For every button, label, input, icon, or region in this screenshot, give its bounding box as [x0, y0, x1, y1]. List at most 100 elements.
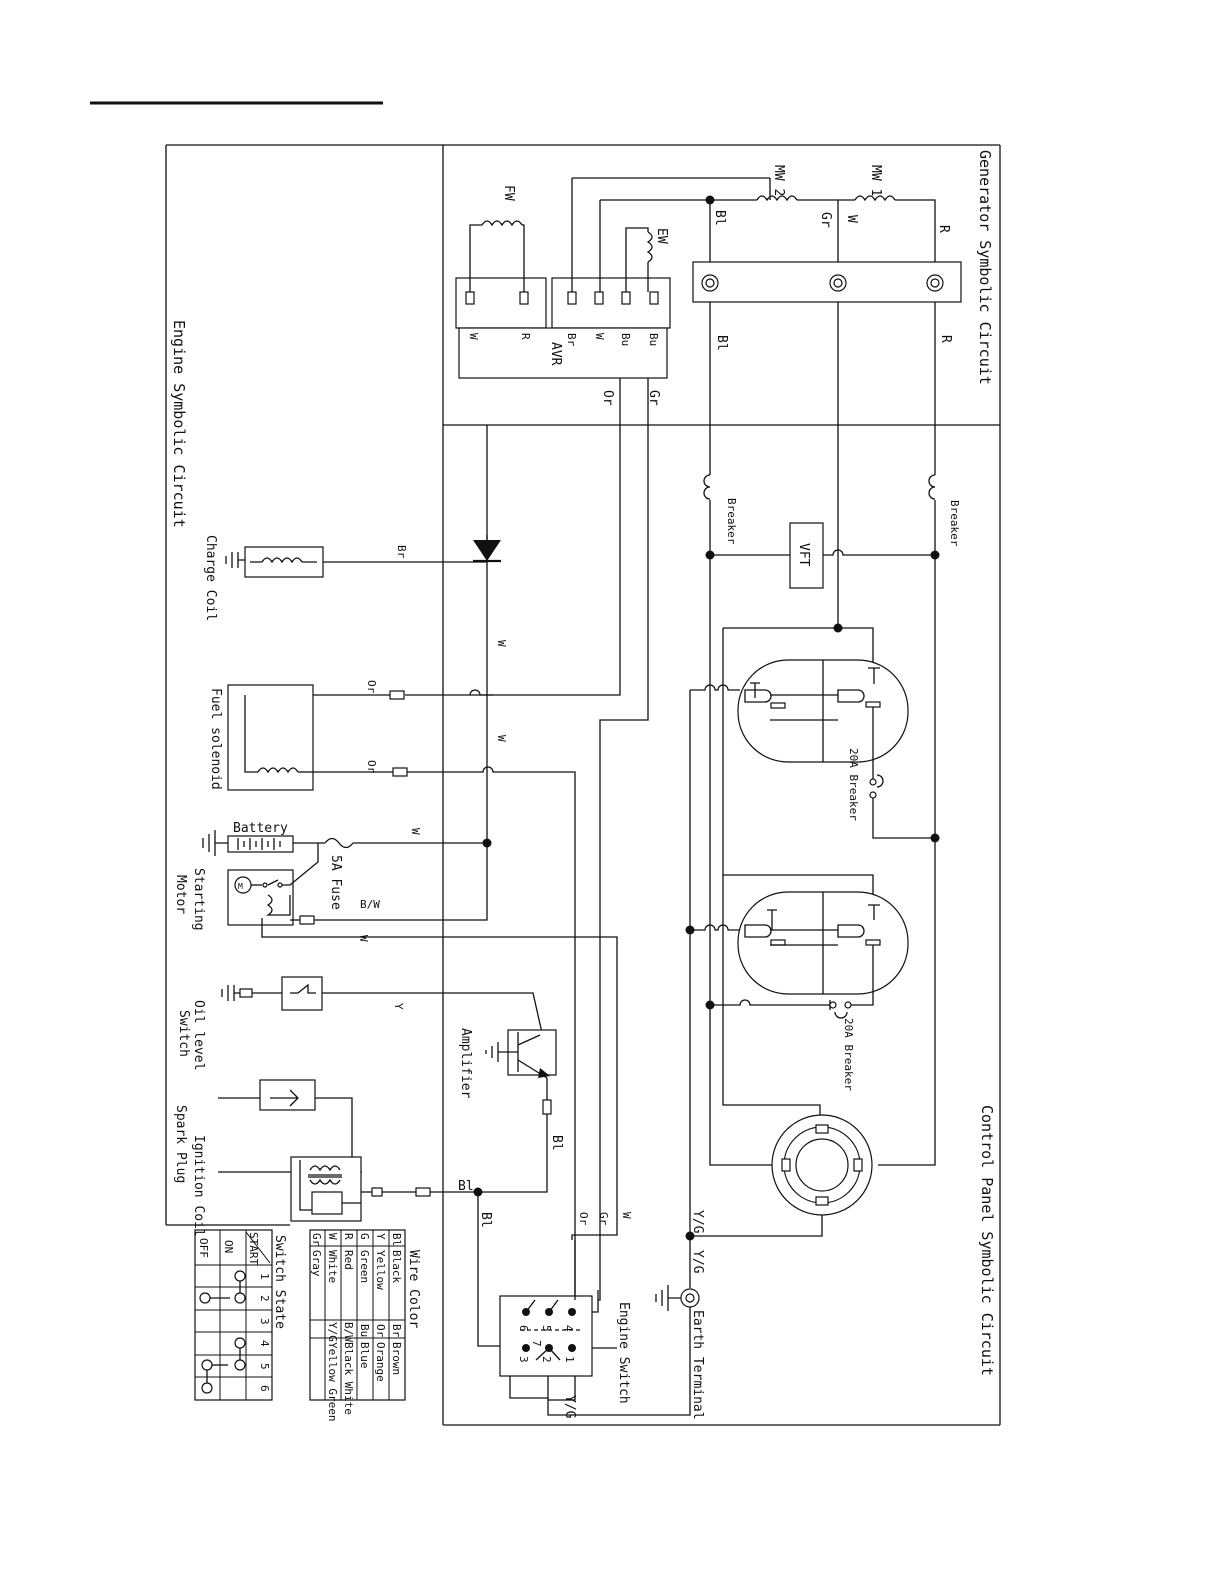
- mw1-coil: [854, 195, 896, 202]
- ignition-coil-primary: [309, 1165, 341, 1172]
- svg-text:R: R: [938, 335, 953, 343]
- svg-text:Y/G: Y/G: [690, 1250, 705, 1274]
- wire-color-entries: Bl Black Br Brown Y Yellow Or Orange G G…: [310, 1233, 403, 1421]
- charge-coil: [261, 557, 303, 564]
- solenoid-coil: [265, 894, 291, 916]
- svg-text:3: 3: [517, 1356, 530, 1363]
- svg-text:Or: Or: [577, 1212, 590, 1226]
- breaker20-upper: [872, 765, 884, 788]
- control-title: Control Panel Symbolic Circuit: [978, 1105, 996, 1376]
- svg-text:2: 2: [540, 1356, 553, 1363]
- svg-text:Motor: Motor: [173, 875, 188, 914]
- svg-text:Bl: Bl: [712, 210, 727, 226]
- svg-text:FW: FW: [501, 185, 516, 201]
- svg-text:Gray: Gray: [310, 1250, 323, 1277]
- svg-text:W: W: [467, 333, 480, 340]
- svg-text:5: 5: [540, 1325, 553, 1332]
- engine-title: Engine Symbolic Circuit: [170, 320, 188, 528]
- svg-text:Yellow: Yellow: [374, 1250, 387, 1290]
- svg-text:W: W: [495, 735, 508, 742]
- mw2-coil: [756, 195, 798, 202]
- svg-text:Starting: Starting: [191, 868, 206, 931]
- svg-text:Wire Color: Wire Color: [406, 1250, 421, 1328]
- fuse: [324, 837, 354, 849]
- generator-title: Generator Symbolic Circuit: [976, 150, 994, 385]
- svg-text:Y: Y: [374, 1233, 387, 1240]
- engine-switch-box: [499, 1295, 593, 1377]
- svg-text:Br: Br: [395, 545, 408, 559]
- breaker-left: [703, 474, 711, 500]
- engine-circuit: Br Charge Coil W W Or Or Fuel solenoid B…: [173, 425, 618, 1401]
- svg-text:W: W: [409, 828, 422, 835]
- control-panel-circuit: Breaker Breaker VFT 20A Breaker: [547, 302, 961, 1420]
- svg-text:Switch: Switch: [176, 1010, 191, 1057]
- svg-text:Gr: Gr: [310, 1233, 323, 1247]
- ew-coil: [646, 231, 653, 263]
- switch-state-labels: START ON OFF 1 2 3 4 5 6: [197, 1232, 271, 1392]
- svg-text:Charge Coil: Charge Coil: [203, 535, 218, 621]
- svg-text:OFF: OFF: [197, 1238, 210, 1258]
- svg-text:Blue: Blue: [358, 1342, 371, 1369]
- svg-text:1: 1: [258, 1273, 271, 1280]
- breaker-right: [928, 474, 936, 500]
- fw-coil: [481, 220, 523, 227]
- svg-text:Bl: Bl: [714, 335, 729, 351]
- svg-text:Bu: Bu: [619, 333, 632, 346]
- svg-text:W: W: [620, 1212, 633, 1219]
- svg-text:Black: Black: [390, 1250, 403, 1283]
- svg-text:Bu: Bu: [647, 333, 660, 346]
- svg-text:ON: ON: [222, 1240, 235, 1253]
- svg-text:G: G: [358, 1233, 371, 1240]
- svg-text:Black White: Black White: [342, 1342, 355, 1415]
- svg-text:6: 6: [517, 1325, 530, 1332]
- svg-text:Battery: Battery: [233, 821, 288, 836]
- svg-text:Br: Br: [565, 333, 578, 347]
- switch-state-connections: [199, 1270, 246, 1394]
- svg-text:Switch State: Switch State: [272, 1235, 287, 1329]
- engine-switch: 4 5 6 1 2 3 7 Engine Switch Or Gr W: [499, 1212, 633, 1404]
- svg-text:Bu: Bu: [358, 1324, 371, 1337]
- svg-text:B/W: B/W: [342, 1322, 355, 1342]
- svg-text:R: R: [936, 225, 951, 233]
- svg-text:Fuel solenoid: Fuel solenoid: [208, 688, 223, 790]
- svg-text:Green: Green: [358, 1250, 371, 1283]
- svg-text:Y/G: Y/G: [326, 1322, 339, 1342]
- svg-text:MW 2: MW 2: [771, 165, 786, 196]
- svg-text:Gr: Gr: [597, 1212, 610, 1226]
- svg-text:4: 4: [562, 1325, 575, 1332]
- svg-text:Red: Red: [342, 1250, 355, 1270]
- svg-text:Or: Or: [365, 760, 378, 774]
- svg-text:MW 1: MW 1: [868, 165, 883, 196]
- generator-circuit: MW 2 MW 1 Bl Gr W R AVR W R Br W Bu Bu F…: [405, 165, 962, 1301]
- spark-plug-box: [259, 1079, 316, 1111]
- svg-text:R: R: [519, 333, 532, 340]
- fuel-solenoid-box: [227, 684, 314, 791]
- svg-text:Ignition Coil: Ignition Coil: [191, 1135, 206, 1237]
- switch-state-table: [194, 1229, 273, 1401]
- svg-text:White: White: [326, 1250, 339, 1283]
- svg-text:5: 5: [258, 1363, 271, 1370]
- svg-text:START: START: [247, 1232, 260, 1265]
- svg-text:Spark Plug: Spark Plug: [173, 1105, 188, 1183]
- svg-text:20A Breaker: 20A Breaker: [842, 1018, 855, 1091]
- svg-text:Breaker: Breaker: [725, 498, 738, 545]
- svg-text:6: 6: [258, 1385, 271, 1392]
- svg-text:Y: Y: [392, 1003, 405, 1010]
- svg-text:R: R: [342, 1233, 355, 1240]
- svg-text:AVR: AVR: [548, 342, 563, 366]
- svg-text:W: W: [357, 935, 370, 942]
- svg-text:Br: Br: [390, 1324, 403, 1338]
- svg-text:W: W: [495, 640, 508, 647]
- svg-text:Earth Terminal: Earth Terminal: [690, 1310, 705, 1420]
- svg-text:Gr: Gr: [646, 390, 661, 406]
- battery-box: [227, 835, 294, 853]
- svg-text:W: W: [844, 215, 859, 223]
- battery-cells: [237, 838, 281, 850]
- svg-text:5A Fuse: 5A Fuse: [328, 855, 343, 910]
- svg-text:Amplifier: Amplifier: [458, 1028, 473, 1099]
- svg-text:Bl: Bl: [478, 1212, 493, 1228]
- svg-text:Orange: Orange: [374, 1342, 387, 1382]
- svg-text:Gr: Gr: [818, 212, 833, 228]
- svg-text:M: M: [238, 882, 243, 891]
